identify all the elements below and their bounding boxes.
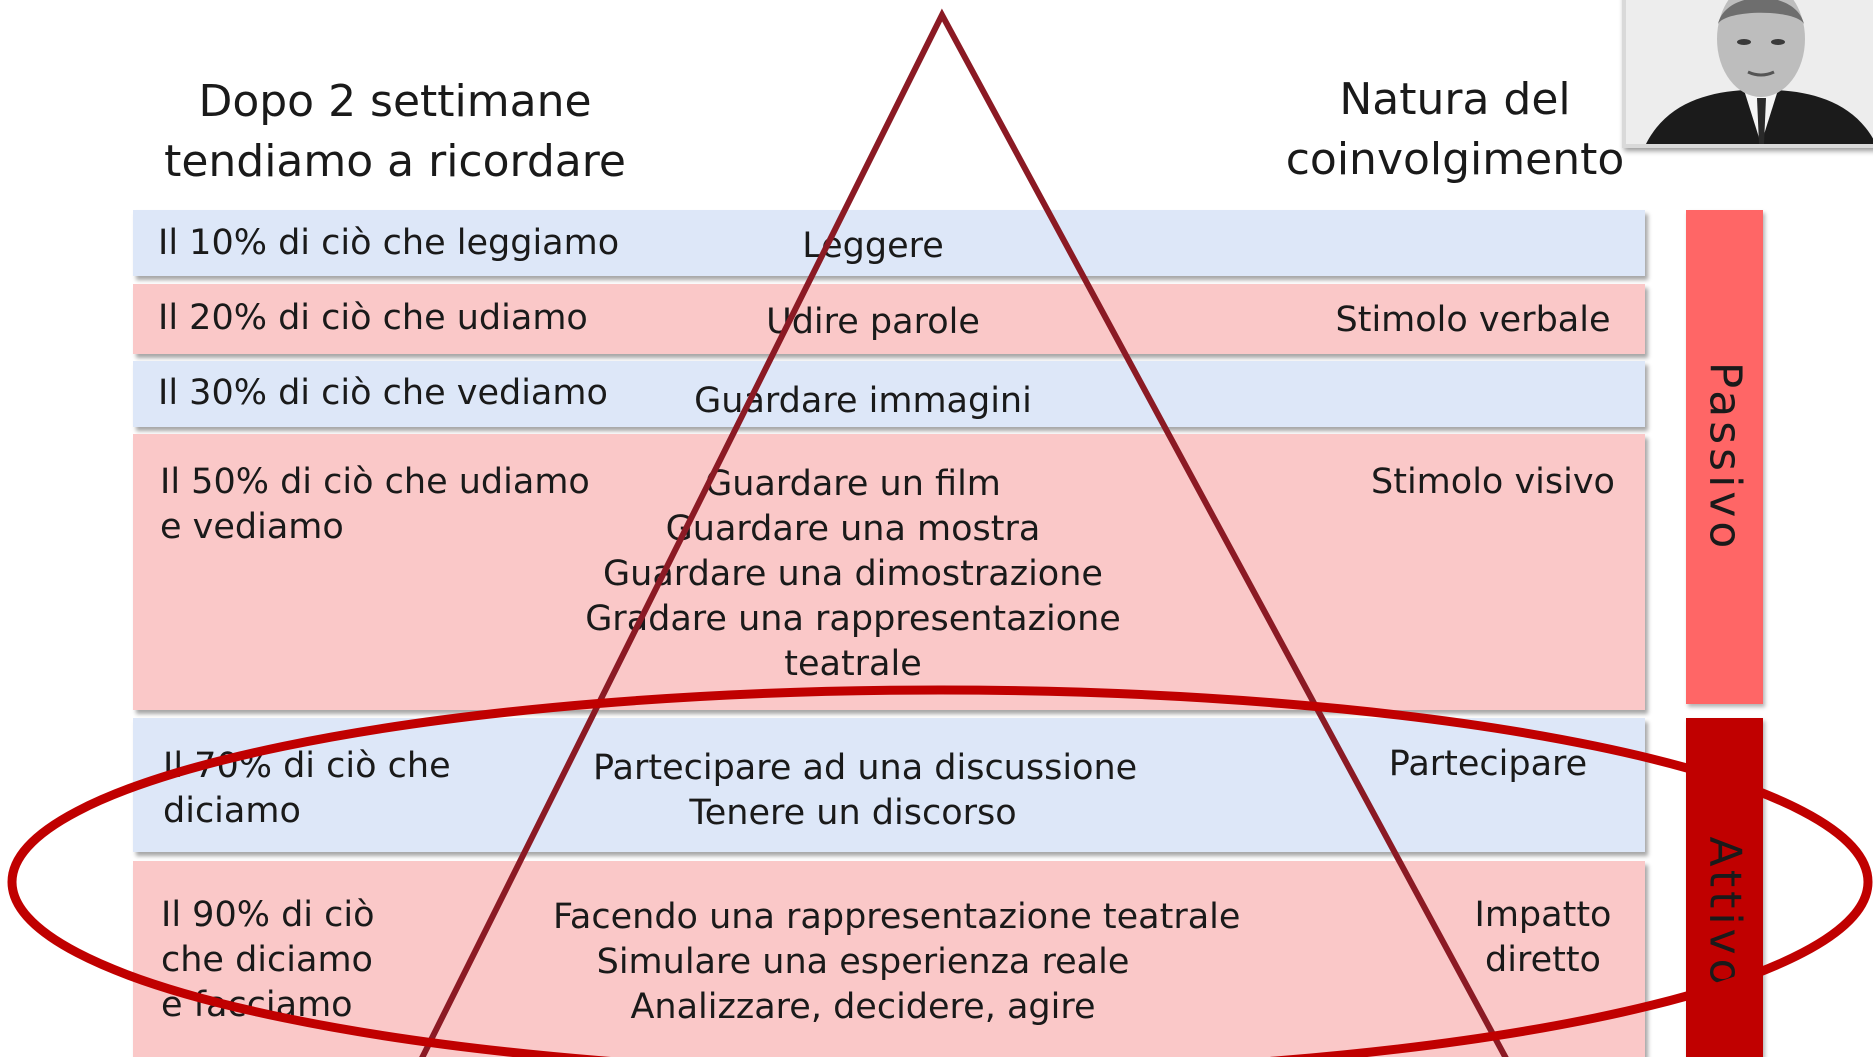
row-70-percent: Il 70% di ciò che diciamo Partecipare ad… — [133, 718, 1645, 852]
row-50-activity-line-3: Guardare una dimostrazione — [603, 554, 1103, 594]
row-70-involvement-line: Partecipare — [1388, 744, 1588, 784]
row-50-involvement: Stimolo visivo — [1333, 460, 1653, 505]
heading-remember: Dopo 2 settimane tendiamo a ricordare — [150, 72, 640, 192]
row-20-activity-line: Udire parole — [766, 302, 980, 342]
portrait-icon — [1626, 0, 1873, 144]
active-label: Attivo — [1699, 836, 1750, 990]
row-50-activity-line-5: teatrale — [784, 644, 922, 684]
row-50-activity-line-1: Guardare un film — [705, 464, 1001, 504]
row-10-activity-line: Leggere — [802, 226, 944, 266]
row-30-activity: Guardare immagini — [653, 379, 1073, 424]
heading-remember-line-1: Dopo 2 settimane — [198, 76, 592, 127]
row-20-remember-line: Il 20% di ciò che udiamo — [158, 298, 588, 338]
row-90-percent: Il 90% di ciò che diciamo e facciamo Fac… — [133, 861, 1645, 1057]
row-70-remember: Il 70% di ciò che diciamo — [163, 744, 451, 834]
row-50-remember-line-2: e vediamo — [160, 507, 344, 547]
row-20-involvement: Stimolo verbale — [1313, 298, 1633, 343]
row-50-involvement-line: Stimolo visivo — [1371, 462, 1615, 502]
heading-remember-line-2: tendiamo a ricordare — [164, 136, 626, 187]
row-90-activity-line-2: Simulare una esperienza reale — [596, 942, 1130, 982]
row-10-activity: Leggere — [673, 224, 1073, 269]
row-50-percent: Il 50% di ciò che udiamo e vediamo Guard… — [133, 434, 1645, 710]
row-90-involvement-line-2: diretto — [1485, 940, 1601, 980]
heading-involvement-line-2: coinvolgimento — [1285, 134, 1625, 185]
row-90-involvement: Impatto diretto — [1463, 893, 1623, 983]
row-20-percent: Il 20% di ciò che udiamo Udire parole St… — [133, 284, 1645, 354]
row-20-activity: Udire parole — [673, 300, 1073, 345]
row-90-remember-line-2: che diciamo — [161, 940, 373, 980]
row-90-remember-line-1: Il 90% di ciò — [161, 895, 375, 935]
row-90-activity: Facendo una rappresentazione teatrale Si… — [553, 895, 1241, 1030]
passive-label: Passivo — [1699, 361, 1750, 553]
row-50-activity-line-2: Guardare una mostra — [665, 509, 1041, 549]
heading-involvement: Natura del coinvolgimento — [1275, 70, 1635, 190]
row-30-remember-line: Il 30% di ciò che vediamo — [158, 373, 608, 413]
row-90-remember: Il 90% di ciò che diciamo e facciamo — [161, 893, 375, 1028]
row-50-remember-line-1: Il 50% di ciò che udiamo — [160, 462, 590, 502]
row-30-remember: Il 30% di ciò che vediamo — [158, 371, 608, 416]
row-70-involvement: Partecipare — [1373, 742, 1603, 787]
row-70-remember-line-2: diciamo — [163, 791, 301, 831]
row-70-activity-line-2: Tenere un discorso — [689, 793, 1017, 833]
row-70-remember-line-1: Il 70% di ciò che — [163, 746, 451, 786]
row-30-percent: Il 30% di ciò che vediamo Guardare immag… — [133, 361, 1645, 427]
active-tab: Attivo — [1686, 718, 1763, 1057]
row-90-involvement-line-1: Impatto — [1474, 895, 1612, 935]
heading-involvement-line-1: Natura del — [1339, 74, 1571, 125]
row-10-percent: Il 10% di ciò che leggiamo Leggere — [133, 210, 1645, 276]
row-90-remember-line-3: e facciamo — [161, 985, 353, 1025]
portrait-photo — [1622, 0, 1873, 148]
row-10-remember-line: Il 10% di ciò che leggiamo — [158, 223, 620, 263]
row-50-remember: Il 50% di ciò che udiamo e vediamo — [160, 460, 590, 550]
row-10-remember: Il 10% di ciò che leggiamo — [158, 221, 619, 266]
row-20-remember: Il 20% di ciò che udiamo — [158, 296, 588, 341]
row-70-activity: Partecipare ad una discussione Tenere un… — [593, 746, 1138, 836]
row-50-activity: Guardare un film Guardare una mostra Gua… — [573, 462, 1133, 687]
passive-tab: Passivo — [1686, 210, 1763, 704]
row-70-activity-line-1: Partecipare ad una discussione — [593, 748, 1138, 788]
row-90-activity-line-3: Analizzare, decidere, agire — [630, 987, 1096, 1027]
row-20-involvement-line: Stimolo verbale — [1335, 300, 1611, 340]
row-50-activity-line-4: Gradare una rappresentazione — [585, 599, 1121, 639]
row-30-activity-line: Guardare immagini — [694, 381, 1032, 421]
row-90-activity-line-1: Facendo una rappresentazione teatrale — [553, 897, 1241, 937]
